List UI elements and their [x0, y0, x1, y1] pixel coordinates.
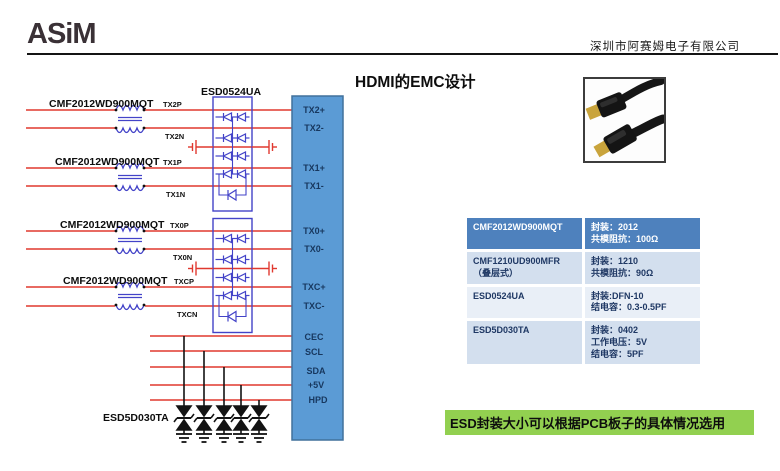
cmf-label-4: CMF2012WD900MQT — [63, 275, 168, 287]
page-title: HDMI的EMC设计 — [355, 74, 476, 91]
pin-label: TX0+ — [303, 226, 325, 236]
net-label: TX2N — [165, 132, 184, 141]
pin-label: TX2- — [304, 123, 324, 133]
net-label: TX0N — [173, 253, 192, 262]
company-name: 深圳市阿赛姆电子有限公司 — [590, 41, 740, 53]
cmf-label-3: CMF2012WD900MQT — [60, 219, 165, 231]
cmf-label-2: CMF2012WD900MQT — [55, 156, 160, 168]
net-label: TX2P — [163, 100, 182, 109]
component-spec-table: CMF2012WD900MQT 封装：2012 共模阻抗：100Ω CMF121… — [467, 218, 700, 365]
table-cell-specs: 封装：1210 共模阻抗：90Ω — [585, 252, 700, 284]
pin-label: TX2+ — [303, 105, 325, 115]
component-labels: CMF2012WD900MQT CMF2012WD900MQT CMF2012W… — [49, 86, 261, 424]
tvs-diodes — [173, 336, 270, 443]
esd-array-block-1 — [187, 97, 278, 211]
esd-tvs-label: ESD5D030TA — [103, 412, 169, 424]
esd-note-banner: ESD封装大小可以根据PCB板子的具体情况选用 — [445, 410, 754, 435]
esd-array-block-2 — [187, 219, 278, 333]
pin-label: HPD — [308, 395, 328, 405]
pin-label: TXC+ — [302, 282, 325, 292]
table-cell-part: ESD0524UA — [467, 286, 582, 319]
pin-label: SCL — [305, 347, 324, 357]
hdmi-cable-photo — [583, 77, 668, 163]
header-divider — [27, 53, 778, 55]
pin-label: SDA — [306, 366, 326, 376]
hdmi-cable-illustration — [585, 77, 668, 158]
pin-label: TX1+ — [303, 163, 325, 173]
hdmi-connector-block: TX2+ TX2- TX1+ TX1- TX0+ TX0- TXC+ TXC- … — [291, 95, 344, 441]
pin-label: TXC- — [304, 301, 325, 311]
signal-lines — [26, 109, 292, 401]
net-label: TXCN — [177, 310, 197, 319]
table-cell-specs: 封装:DFN-10 结电容：0.3-0.5PF — [585, 286, 700, 319]
pin-label: TX1- — [304, 181, 324, 191]
pin-label: +5V — [308, 380, 324, 390]
table-cell-part: CMF1210UD900MFR （叠层式） — [467, 252, 582, 284]
pin-label: TX0- — [304, 244, 324, 254]
cmf-label-1: CMF2012WD900MQT — [49, 98, 154, 110]
pin-label: CEC — [304, 332, 324, 342]
esd-array-label: ESD0524UA — [201, 86, 262, 98]
net-label: TX0P — [170, 221, 189, 230]
asim-logo: ASiM — [27, 18, 96, 50]
net-label: TX1N — [166, 190, 185, 199]
net-label: TXCP — [174, 277, 194, 286]
net-label: TX1P — [163, 158, 182, 167]
table-cell-part: ESD5D030TA — [467, 321, 582, 365]
table-cell-specs: 封装：2012 共模阻抗：100Ω — [585, 218, 700, 250]
table-cell-specs: 封装：0402 工作电压：5V 结电容：5PF — [585, 321, 700, 365]
table-cell-part: CMF2012WD900MQT — [467, 218, 582, 250]
